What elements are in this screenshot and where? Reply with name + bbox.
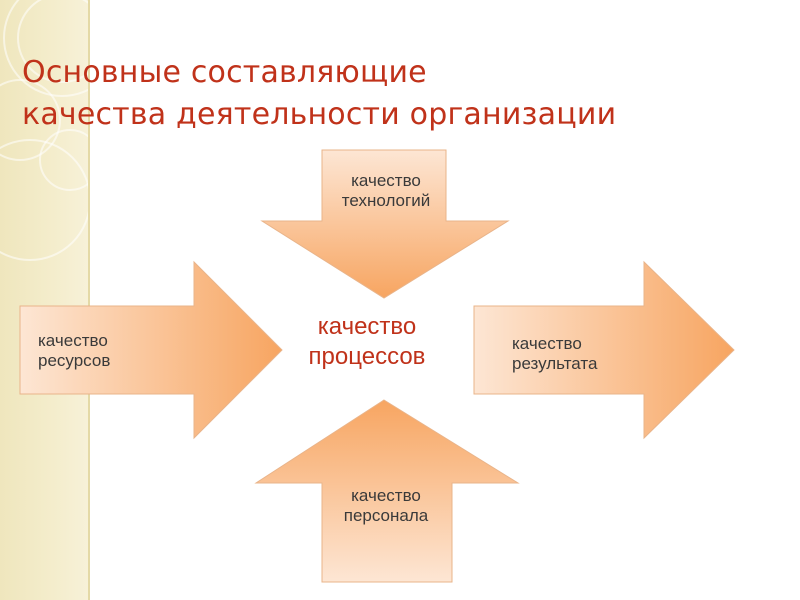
label-result: качество результата	[512, 334, 598, 373]
arrow-right-result	[473, 260, 735, 440]
side-strip-border	[88, 0, 90, 600]
label-personnel: качество персонала	[343, 486, 429, 525]
slide-title-line1: Основные составляющие	[22, 55, 427, 90]
label-technologies: качество технологий	[341, 171, 431, 210]
arrow-bottom-personnel	[254, 399, 520, 583]
arrow-left-resources	[19, 260, 283, 440]
slide-title-line2: качества деятельности организации	[22, 97, 617, 132]
label-resources: качество ресурсов	[38, 331, 111, 370]
decorative-circles	[0, 0, 88, 261]
decorative-side-strip	[0, 0, 88, 600]
label-processes: качество процессов	[308, 313, 426, 370]
arrow-top-technologies	[260, 149, 510, 299]
slide-title: Основные составляющие качества деятельно…	[22, 52, 616, 136]
